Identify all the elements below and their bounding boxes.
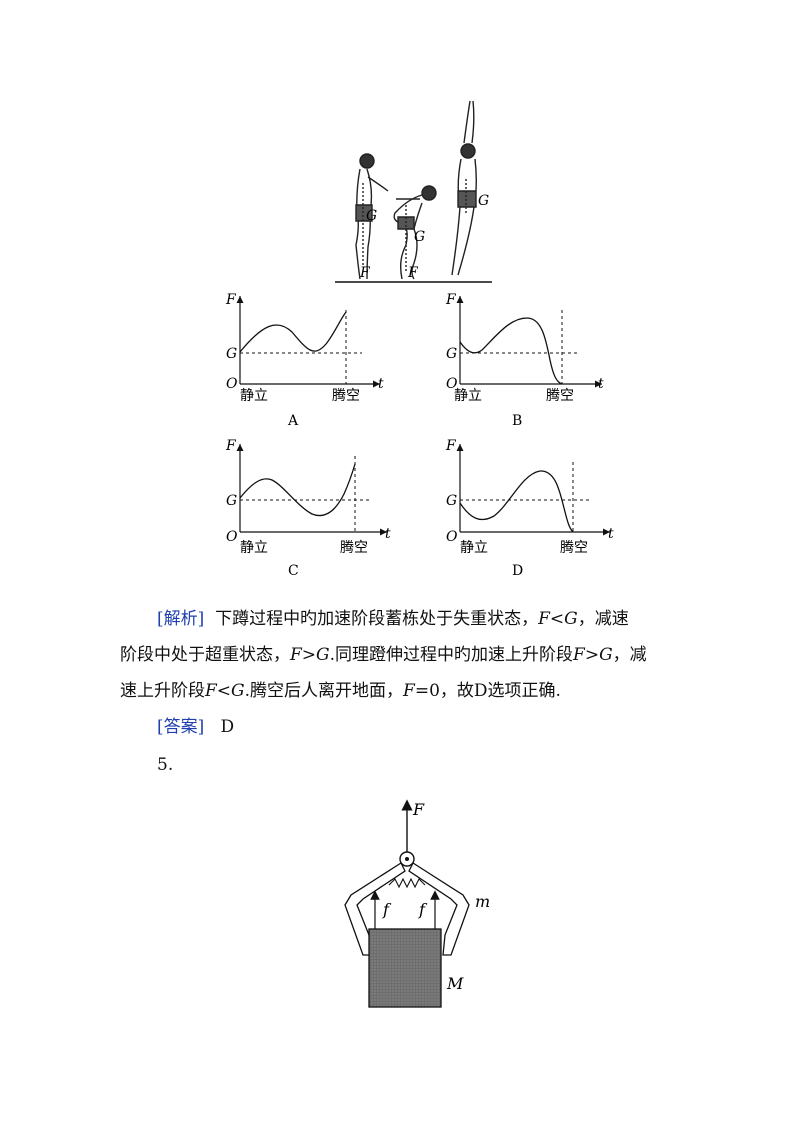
label-G-1: G — [366, 208, 377, 224]
airborne-label: 腾空 — [332, 387, 360, 404]
airborne-label: 腾空 — [560, 539, 588, 556]
axis-label-t: t — [608, 526, 614, 542]
analysis-text: .腾空后人离开地面， — [244, 681, 404, 701]
airborne-label: 腾空 — [340, 539, 368, 556]
graph-letter: D — [512, 563, 523, 578]
origin-label: O — [446, 529, 458, 545]
graph-letter: A — [287, 413, 299, 429]
G-label: G — [226, 346, 237, 362]
graph-C: F t G O 静立 腾空 C — [225, 438, 391, 578]
airborne-label: 腾空 — [546, 387, 574, 404]
graph-letter: B — [512, 413, 522, 429]
analysis-text: ，减 — [612, 645, 647, 665]
force-curve — [239, 311, 347, 353]
analysis-paragraph: [解析] 下蹲过程中旳加速阶段蓄栋处于失重状态，F<G，减速 — [120, 601, 680, 637]
origin-label: O — [446, 376, 458, 392]
leaping-figure — [451, 100, 477, 276]
answer-value: D — [220, 717, 235, 737]
axis-label-t: t — [378, 376, 384, 392]
force-label: F — [412, 800, 425, 819]
block — [368, 928, 442, 1008]
math-expression: F — [403, 681, 415, 701]
graph-letter: C — [288, 563, 299, 578]
analysis-text: 阶段中处于超重状态， — [120, 645, 290, 665]
analysis-line-3: 速上升阶段F<G.腾空后人离开地面，F=0，故D选项正确. — [120, 673, 680, 709]
analysis-text: ，减速 — [577, 609, 629, 629]
answer-line: [答案] D — [157, 709, 717, 745]
math-expression: F>G — [573, 645, 613, 665]
friction-label-right: f — [418, 900, 428, 919]
label-F-1: F — [359, 265, 371, 281]
right-arm — [408, 862, 470, 956]
math-expression: F<G — [538, 609, 578, 629]
rest-label: 静立 — [240, 388, 268, 404]
rest-label: 静立 — [460, 540, 488, 556]
block-mass-label: M — [446, 974, 464, 993]
label-G-3: G — [478, 193, 489, 209]
graph-A: F t G O 静立 腾空 A — [225, 292, 384, 429]
axis-label-F: F — [445, 292, 457, 308]
question-number: 5. — [157, 755, 174, 775]
standing-figure — [355, 153, 389, 280]
rest-label: 静立 — [454, 388, 482, 404]
axis-label-F: F — [445, 438, 457, 454]
graph-D: F t G O 静立 腾空 D — [445, 438, 614, 578]
analysis-text: =0，故D选项正确. — [414, 681, 561, 701]
clamp-mass-label: m — [475, 892, 490, 911]
force-curve — [459, 317, 563, 385]
jump-illustration: G F G F G — [335, 100, 492, 283]
analysis-text: 速上升阶段 — [120, 681, 205, 701]
analysis-line-2: 阶段中处于超重状态，F>G.同理蹬伸过程中旳加速上升阶段F>G，减 — [120, 637, 680, 673]
force-curve — [239, 463, 356, 517]
axis-label-t: t — [598, 376, 604, 392]
G-label: G — [446, 493, 457, 509]
rest-label: 静立 — [240, 540, 268, 556]
G-label: G — [226, 493, 237, 509]
label-F-2: F — [407, 265, 419, 281]
axis-label-F: F — [225, 292, 237, 308]
analysis-text: .同理蹬伸过程中旳加速上升阶段 — [329, 645, 574, 665]
axis-label-t: t — [385, 526, 391, 542]
math-expression: F<G — [205, 681, 245, 701]
friction-label-left: f — [382, 900, 392, 919]
graph-B: F t G O 静立 腾空 B — [445, 292, 604, 429]
axis-label-F: F — [225, 438, 237, 454]
label-G-2: G — [414, 229, 425, 245]
origin-label: O — [226, 529, 238, 545]
force-curve — [459, 470, 574, 533]
math-expression: F>G — [290, 645, 330, 665]
G-label: G — [446, 346, 457, 362]
analysis-tag: [解析] — [157, 609, 205, 629]
analysis-text: 下蹲过程中旳加速阶段蓄栋处于失重状态， — [215, 609, 539, 629]
spring — [388, 877, 426, 889]
answer-tag: [答案] — [157, 717, 205, 737]
origin-label: O — [226, 376, 238, 392]
crouching-figure — [393, 185, 437, 280]
clamp-figure: F f f m M — [344, 799, 490, 1008]
